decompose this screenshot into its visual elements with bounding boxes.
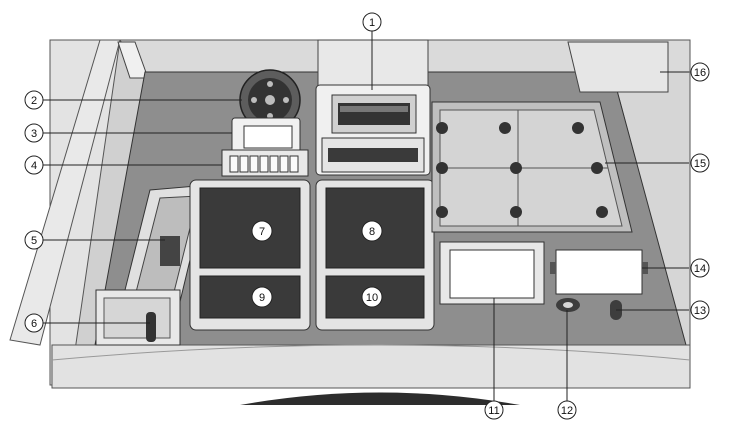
callout-label: 8 (369, 226, 375, 238)
callout-label: 5 (31, 235, 37, 247)
callout-1: 1 (362, 12, 382, 32)
callout-10: 10 (361, 286, 383, 308)
leader-lines (42, 30, 689, 408)
right-module (567, 41, 669, 93)
callout-12: 12 (557, 400, 577, 420)
callout-7: 7 (251, 220, 273, 242)
front-lip (51, 344, 691, 405)
callout-label: 12 (561, 405, 573, 417)
callout-6: 6 (24, 313, 44, 333)
callout-14: 14 (690, 258, 710, 278)
callout-8: 8 (361, 220, 383, 242)
trough-holder (119, 184, 209, 311)
tube-strip-rack (221, 149, 309, 177)
callout-label: 7 (259, 226, 265, 238)
callout-label: 16 (694, 67, 706, 79)
waste-container (95, 289, 181, 346)
instrument-head (315, 39, 431, 176)
tip-tray-left (189, 179, 311, 331)
callout-label: 13 (694, 305, 706, 317)
callout-label: 4 (31, 160, 37, 172)
plate-carrier (439, 241, 545, 305)
callout-2: 2 (24, 90, 44, 110)
callout-label: 6 (31, 318, 37, 330)
callout-label: 1 (369, 17, 375, 29)
small-part-12 (556, 298, 580, 312)
callout-label: 2 (31, 95, 37, 107)
callout-3: 3 (24, 123, 44, 143)
callout-9: 9 (251, 286, 273, 308)
callout-label: 9 (259, 292, 265, 304)
callout-13: 13 (690, 300, 710, 320)
callout-4: 4 (24, 155, 44, 175)
callout-5: 5 (24, 230, 44, 250)
callout-label: 15 (694, 158, 706, 170)
callout-label: 10 (366, 292, 378, 304)
rotor (239, 69, 301, 131)
callout-label: 14 (694, 263, 706, 275)
marker-plate (550, 249, 648, 295)
callout-15: 15 (690, 153, 710, 173)
large-grid-rack (431, 101, 633, 233)
callout-11: 11 (484, 400, 504, 420)
callout-label: 3 (31, 128, 37, 140)
tip-tray-right (315, 179, 435, 331)
callout-16: 16 (690, 62, 710, 82)
callout-label: 11 (488, 405, 499, 417)
